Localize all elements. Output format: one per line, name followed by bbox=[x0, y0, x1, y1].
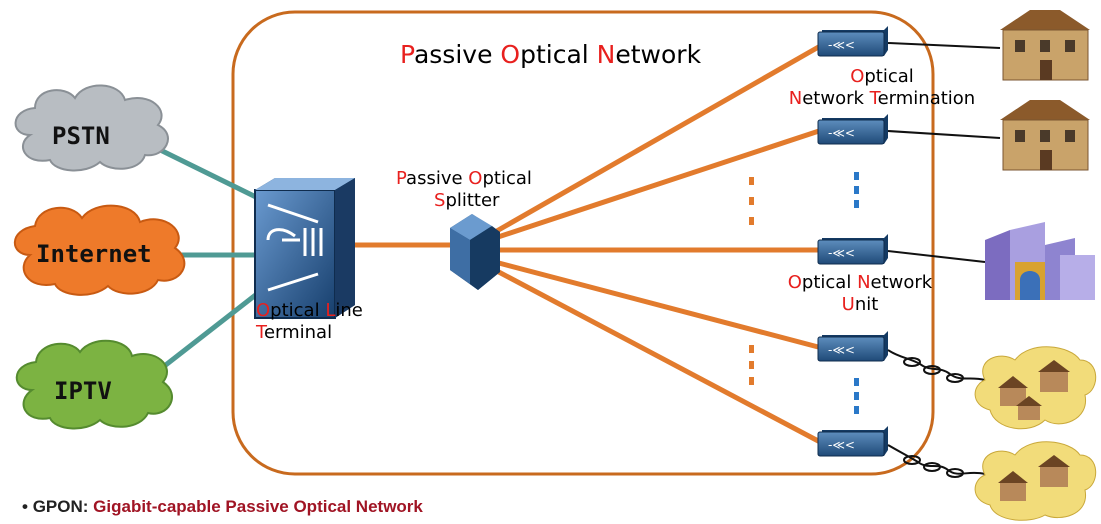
title-part-3: etwork bbox=[615, 40, 702, 69]
ont-device-2: -≪< bbox=[817, 114, 888, 145]
olt-device bbox=[254, 178, 355, 319]
title-part-1: assive bbox=[413, 40, 501, 69]
office-building-icon bbox=[985, 222, 1095, 300]
footnote-bullet: • bbox=[22, 497, 28, 516]
distribution-fibers bbox=[493, 42, 824, 446]
onu-device-2: -≪< bbox=[817, 331, 888, 362]
footnote-key: GPON: bbox=[32, 497, 89, 516]
house-cluster-icon-2 bbox=[974, 441, 1097, 521]
house-icon-2 bbox=[1000, 100, 1090, 171]
svg-text:-≪<: -≪< bbox=[828, 438, 855, 452]
drop-cables bbox=[887, 42, 1001, 478]
cloud-label-iptv: IPTV bbox=[54, 377, 112, 405]
orange-ellipsis bbox=[749, 177, 754, 385]
diagram-title: Passive Optical Network bbox=[400, 40, 701, 70]
blue-ellipsis bbox=[854, 172, 859, 414]
cloud-label-pstn: PSTN bbox=[52, 122, 110, 150]
cloud-iptv bbox=[15, 339, 173, 430]
onu-device-1: -≪< bbox=[817, 234, 888, 265]
title-char-p: P bbox=[400, 40, 414, 69]
cloud-pstn bbox=[14, 84, 169, 172]
footnote-value: Gigabit-capable Passive Optical Network bbox=[93, 497, 423, 516]
house-cluster-icon-1 bbox=[974, 346, 1097, 430]
svg-text:-≪<: -≪< bbox=[828, 343, 855, 357]
svg-text:-≪<: -≪< bbox=[828, 38, 855, 52]
olt-label: Optical Line Terminal bbox=[256, 300, 363, 343]
cloud-label-internet: Internet bbox=[36, 240, 152, 268]
splitter-label: Passive Optical Splitter bbox=[396, 168, 532, 211]
title-part-2: ptical bbox=[520, 40, 597, 69]
pon-boundary bbox=[231, 10, 935, 476]
title-char-n: N bbox=[596, 40, 616, 69]
footnote: • GPON: Gigabit-capable Passive Optical … bbox=[22, 497, 423, 517]
cloud-internet bbox=[13, 204, 186, 296]
svg-text:-≪<: -≪< bbox=[828, 246, 855, 260]
svg-text:-≪<: -≪< bbox=[828, 126, 855, 140]
onu-label: Optical Network Unit bbox=[787, 272, 933, 315]
house-icon-1 bbox=[1000, 10, 1090, 81]
ont-device-1: -≪< bbox=[817, 26, 888, 57]
splitter-device bbox=[450, 214, 500, 290]
ont-label: Optical Network Termination bbox=[788, 66, 976, 109]
title-char-o: O bbox=[500, 40, 521, 69]
onu-device-3: -≪< bbox=[817, 426, 888, 457]
